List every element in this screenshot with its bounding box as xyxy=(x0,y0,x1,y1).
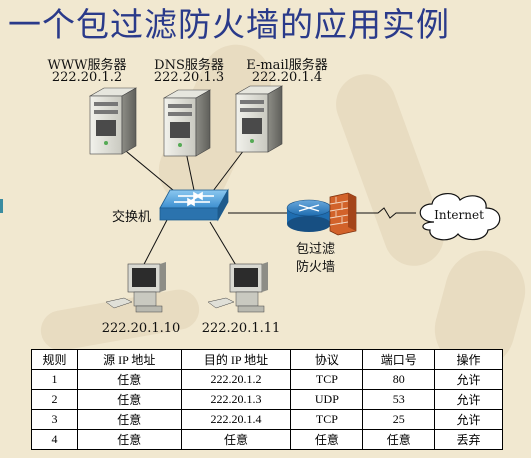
client-computer-icon xyxy=(105,262,166,313)
table-cell: 1 xyxy=(31,369,78,390)
table-cell: TCP xyxy=(290,369,364,390)
page-title: 一个包过滤防火墙的应用实例 xyxy=(8,5,450,44)
internet-label: Internet xyxy=(434,208,484,222)
column-header: 协议 xyxy=(290,349,364,370)
table-cell: 4 xyxy=(31,429,78,450)
email-server-icon xyxy=(234,85,284,153)
network-diagram xyxy=(88,85,501,313)
table-header-row: 规则 源 IP 地址 目的 IP 地址 协议 端口号 操作 xyxy=(31,349,503,370)
table-cell: 任意 xyxy=(76,369,182,390)
column-header: 操作 xyxy=(434,349,503,370)
table-cell: 任意 xyxy=(76,429,182,450)
www-server-name: WWW服务器 xyxy=(47,58,127,73)
table-row: 4 任意 任意 任意 任意 丢弃 xyxy=(31,429,503,450)
table-cell: TCP xyxy=(290,409,364,430)
router-icon xyxy=(286,199,332,232)
table-row: 2 任意 222.20.1.3 UDP 53 允许 xyxy=(31,389,503,410)
firewall-icon xyxy=(329,192,357,236)
client-ip: 222.20.1.11 xyxy=(201,321,281,336)
table-cell: 允许 xyxy=(434,369,503,390)
table-cell: 允许 xyxy=(434,389,503,410)
link-firewall-internet xyxy=(355,207,416,219)
table-row: 3 任意 222.20.1.4 TCP 25 允许 xyxy=(31,409,503,430)
table-cell: 3 xyxy=(31,409,78,430)
dns-server-ip: 222.20.1.3 xyxy=(153,70,225,85)
email-server-name: E-mail服务器 xyxy=(246,58,328,73)
www-server-ip: 222.20.1.2 xyxy=(51,70,123,85)
client-computer-icon xyxy=(207,262,268,313)
table-cell: 任意 xyxy=(180,429,292,450)
column-header: 目的 IP 地址 xyxy=(180,349,292,370)
slide-marker xyxy=(0,199,3,213)
switch-label: 交换机 xyxy=(112,210,152,225)
table-cell: 允许 xyxy=(434,409,503,430)
table-cell: 53 xyxy=(362,389,436,410)
table-cell: 222.20.1.4 xyxy=(180,409,292,430)
firewall-label-line2: 防火墙 xyxy=(296,260,336,275)
table-cell: 222.20.1.2 xyxy=(180,369,292,390)
link-switch-client1 xyxy=(139,217,169,273)
link-switch-client2 xyxy=(209,221,241,273)
table-row: 1 任意 222.20.1.2 TCP 80 允许 xyxy=(31,369,503,390)
table-cell: 2 xyxy=(31,389,78,410)
table-cell: 任意 xyxy=(362,429,436,450)
column-header: 端口号 xyxy=(362,349,436,370)
filter-rules-table: 规则 源 IP 地址 目的 IP 地址 协议 端口号 操作 1 任意 222.2… xyxy=(31,349,503,450)
table-cell: 任意 xyxy=(290,429,364,450)
email-server-ip: 222.20.1.4 xyxy=(251,70,323,85)
column-header: 规则 xyxy=(31,349,78,370)
firewall-label-line1: 包过滤 xyxy=(296,242,336,257)
www-server-icon xyxy=(88,87,138,155)
table-cell: 222.20.1.3 xyxy=(180,389,292,410)
connection-lines xyxy=(114,137,416,273)
dns-server-icon xyxy=(162,89,212,157)
table-cell: 任意 xyxy=(76,409,182,430)
table-cell: 80 xyxy=(362,369,436,390)
client-ip: 222.20.1.10 xyxy=(101,321,181,336)
table-cell: 25 xyxy=(362,409,436,430)
internet-cloud-icon xyxy=(419,193,501,241)
dns-server-name: DNS服务器 xyxy=(154,58,224,73)
switch-icon xyxy=(159,188,229,222)
table-cell: 任意 xyxy=(76,389,182,410)
column-header: 源 IP 地址 xyxy=(76,349,182,370)
table-cell: 丢弃 xyxy=(434,429,503,450)
table-cell: UDP xyxy=(290,389,364,410)
